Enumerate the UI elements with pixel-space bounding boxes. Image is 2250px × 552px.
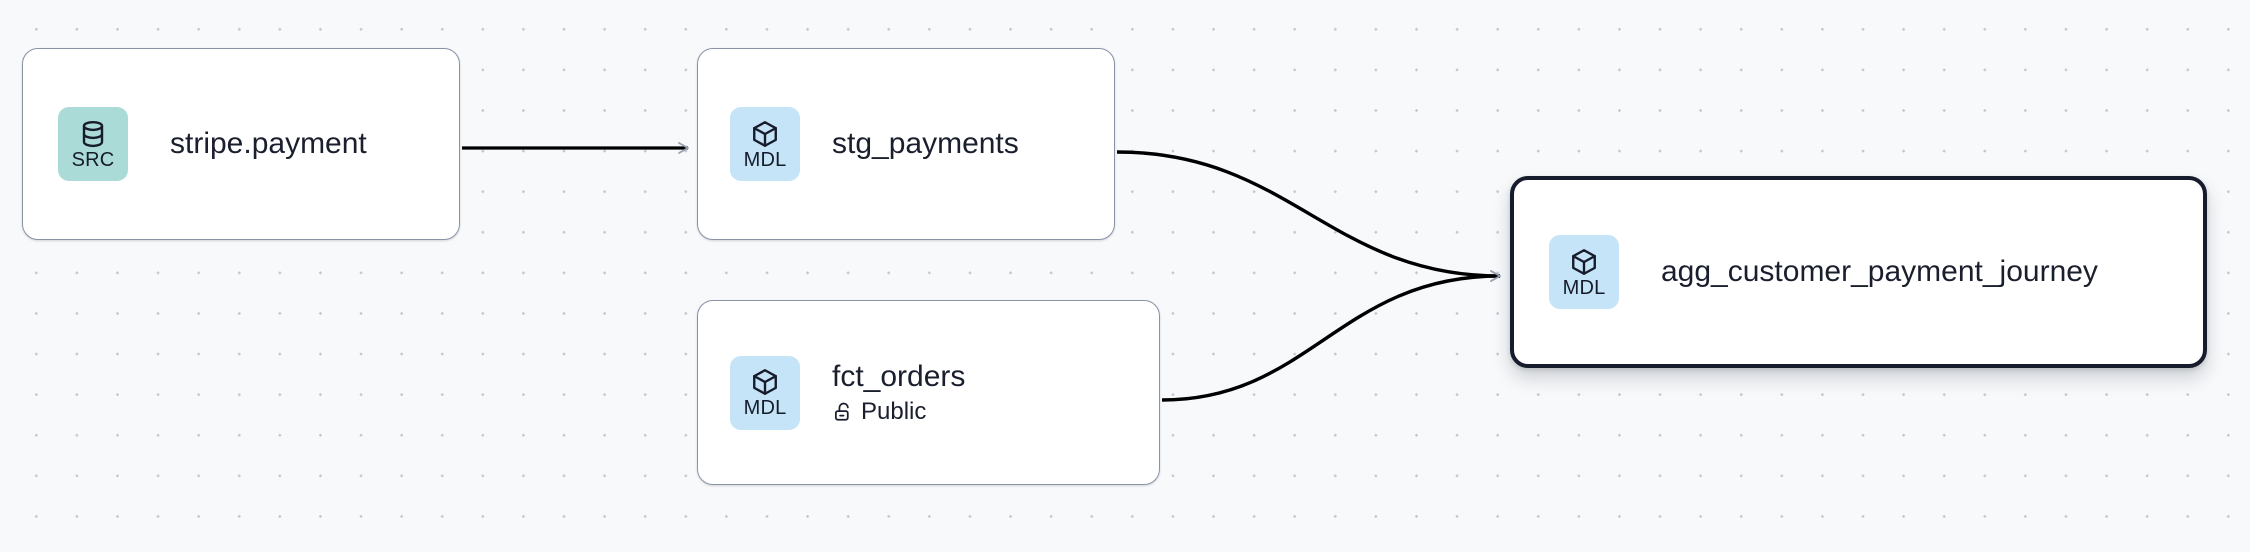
node-agg-customer-payment-journey[interactable]: MDL agg_customer_payment_journey bbox=[1510, 176, 2207, 368]
node-stripe-payment[interactable]: SRC stripe.payment bbox=[22, 48, 460, 240]
node-title: stg_payments bbox=[832, 127, 1019, 161]
node-title: agg_customer_payment_journey bbox=[1661, 255, 2098, 289]
node-badge-mdl: MDL bbox=[730, 355, 800, 430]
node-badge-label: MDL bbox=[743, 148, 787, 171]
edge-stg-payments-to-agg-customer-payment-journey bbox=[1116, 150, 1501, 282]
node-body: agg_customer_payment_journey bbox=[1661, 254, 2098, 289]
node-title: stripe.payment bbox=[170, 127, 367, 161]
cube-icon bbox=[1569, 247, 1599, 277]
node-badge-mdl: MDL bbox=[1549, 235, 1619, 309]
node-visibility: Public bbox=[832, 398, 965, 426]
node-body: fct_orders Public bbox=[832, 359, 965, 426]
cube-icon bbox=[750, 119, 780, 149]
node-badge-mdl: MDL bbox=[730, 107, 800, 181]
node-badge-src: SRC bbox=[58, 107, 128, 181]
node-body: stg_payments bbox=[832, 126, 1019, 161]
unlock-icon bbox=[832, 401, 854, 423]
node-badge-label: MDL bbox=[743, 397, 787, 419]
node-stg-payments[interactable]: MDL stg_payments bbox=[697, 48, 1115, 240]
node-body: stripe.payment bbox=[170, 126, 367, 161]
node-title: fct_orders bbox=[832, 360, 966, 393]
cube-icon bbox=[750, 367, 780, 397]
edge-fct-orders-to-agg-customer-payment-journey bbox=[1161, 270, 1501, 402]
node-badge-label: MDL bbox=[1562, 276, 1606, 299]
database-icon bbox=[78, 119, 108, 149]
node-badge-label: SRC bbox=[71, 148, 115, 171]
node-fct-orders[interactable]: MDL fct_orders Public bbox=[697, 300, 1160, 485]
node-visibility-label: Public bbox=[861, 398, 927, 426]
